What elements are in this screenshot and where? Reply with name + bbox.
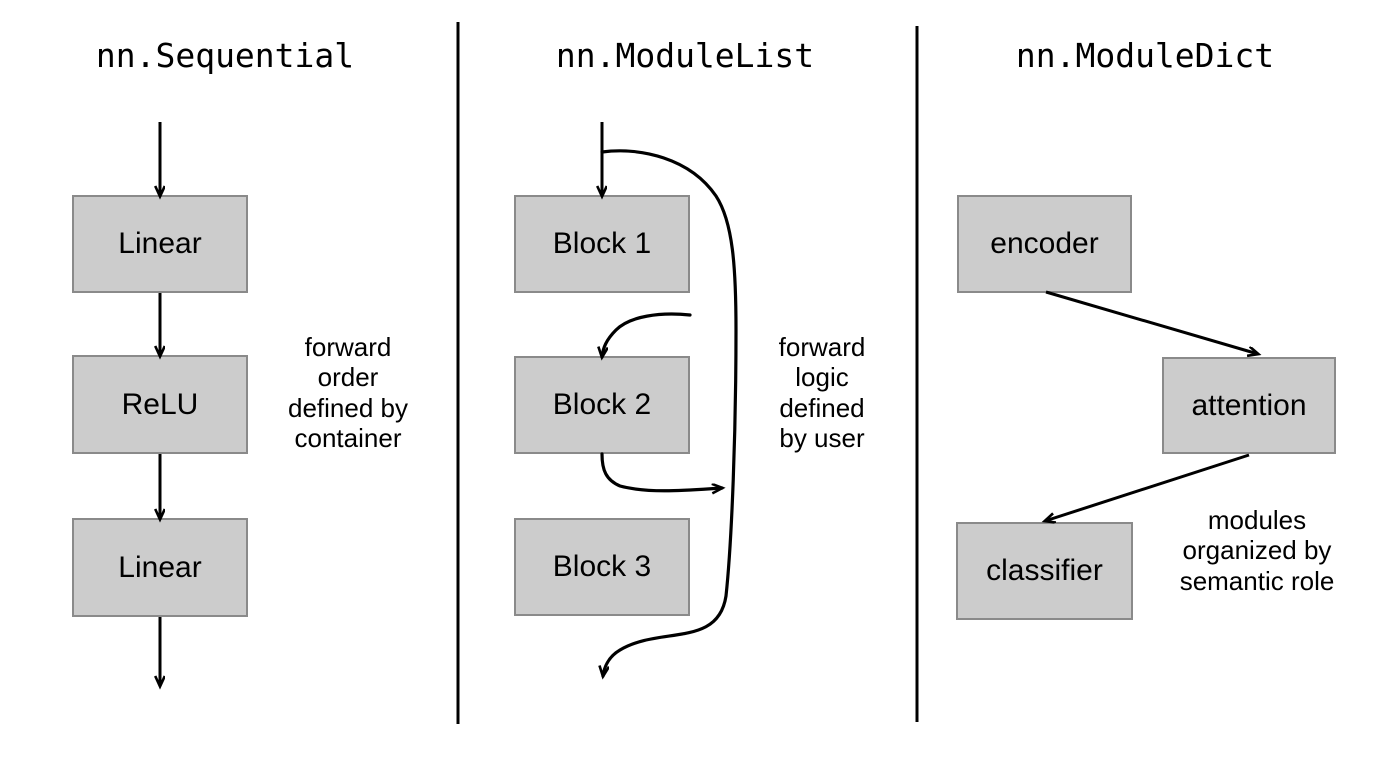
node-ml-block-3[interactable]: Block 3: [514, 518, 690, 616]
node-ml-block-2[interactable]: Block 2: [514, 356, 690, 454]
curve-ml-block2-to-trunk: [600, 452, 722, 491]
node-label: Block 3: [552, 550, 652, 583]
node-label: Block 2: [552, 388, 652, 421]
arrow-md-encoder-to-attention: [1045, 290, 1258, 354]
panel-title-sequential: nn.Sequential: [95, 36, 355, 75]
curve-ml-block1-to-block2: [602, 312, 692, 357]
node-label: ReLU: [121, 387, 199, 421]
annotation-moduledict: modules organized by semantic role: [1179, 505, 1335, 596]
panel-title-moduledict: nn.ModuleDict: [1015, 36, 1275, 75]
node-label: Block 1: [552, 227, 652, 260]
node-seq-linear-1[interactable]: Linear: [72, 195, 248, 293]
node-seq-linear-2[interactable]: Linear: [72, 518, 248, 617]
node-md-classifier[interactable]: classifier: [956, 522, 1133, 620]
node-ml-block-1[interactable]: Block 1: [514, 195, 690, 293]
annotation-modulelist: forward logic defined by user: [778, 332, 866, 454]
node-label: attention: [1191, 388, 1307, 422]
panel-title-modulelist: nn.ModuleList: [555, 36, 815, 75]
node-seq-relu[interactable]: ReLU: [72, 355, 248, 454]
node-label: encoder: [990, 227, 1099, 260]
node-label: Linear: [118, 550, 202, 584]
annotation-sequential: forward order defined by container: [288, 332, 408, 454]
node-label: classifier: [986, 554, 1103, 587]
node-md-attention[interactable]: attention: [1162, 357, 1336, 454]
node-md-encoder[interactable]: encoder: [957, 195, 1132, 293]
node-label: Linear: [118, 227, 202, 260]
